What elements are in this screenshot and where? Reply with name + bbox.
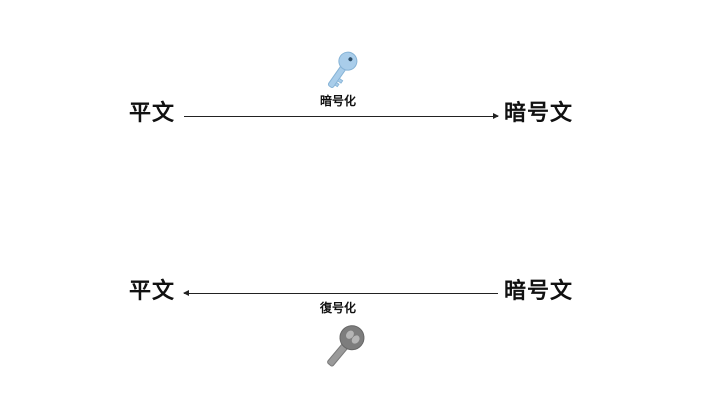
key-icon (327, 51, 358, 88)
plaintext-node: 平文 (129, 279, 176, 304)
plaintext-node: 平文 (129, 101, 176, 126)
key-icon (327, 325, 365, 367)
ciphertext-node: 暗号文 (504, 279, 574, 304)
ciphertext-node: 暗号文 (504, 101, 574, 126)
decrypt-label: 復号化 (320, 301, 357, 315)
encrypt-arrow (184, 113, 499, 119)
decrypt-arrow (183, 290, 498, 296)
encrypt-label: 暗号化 (320, 94, 357, 108)
